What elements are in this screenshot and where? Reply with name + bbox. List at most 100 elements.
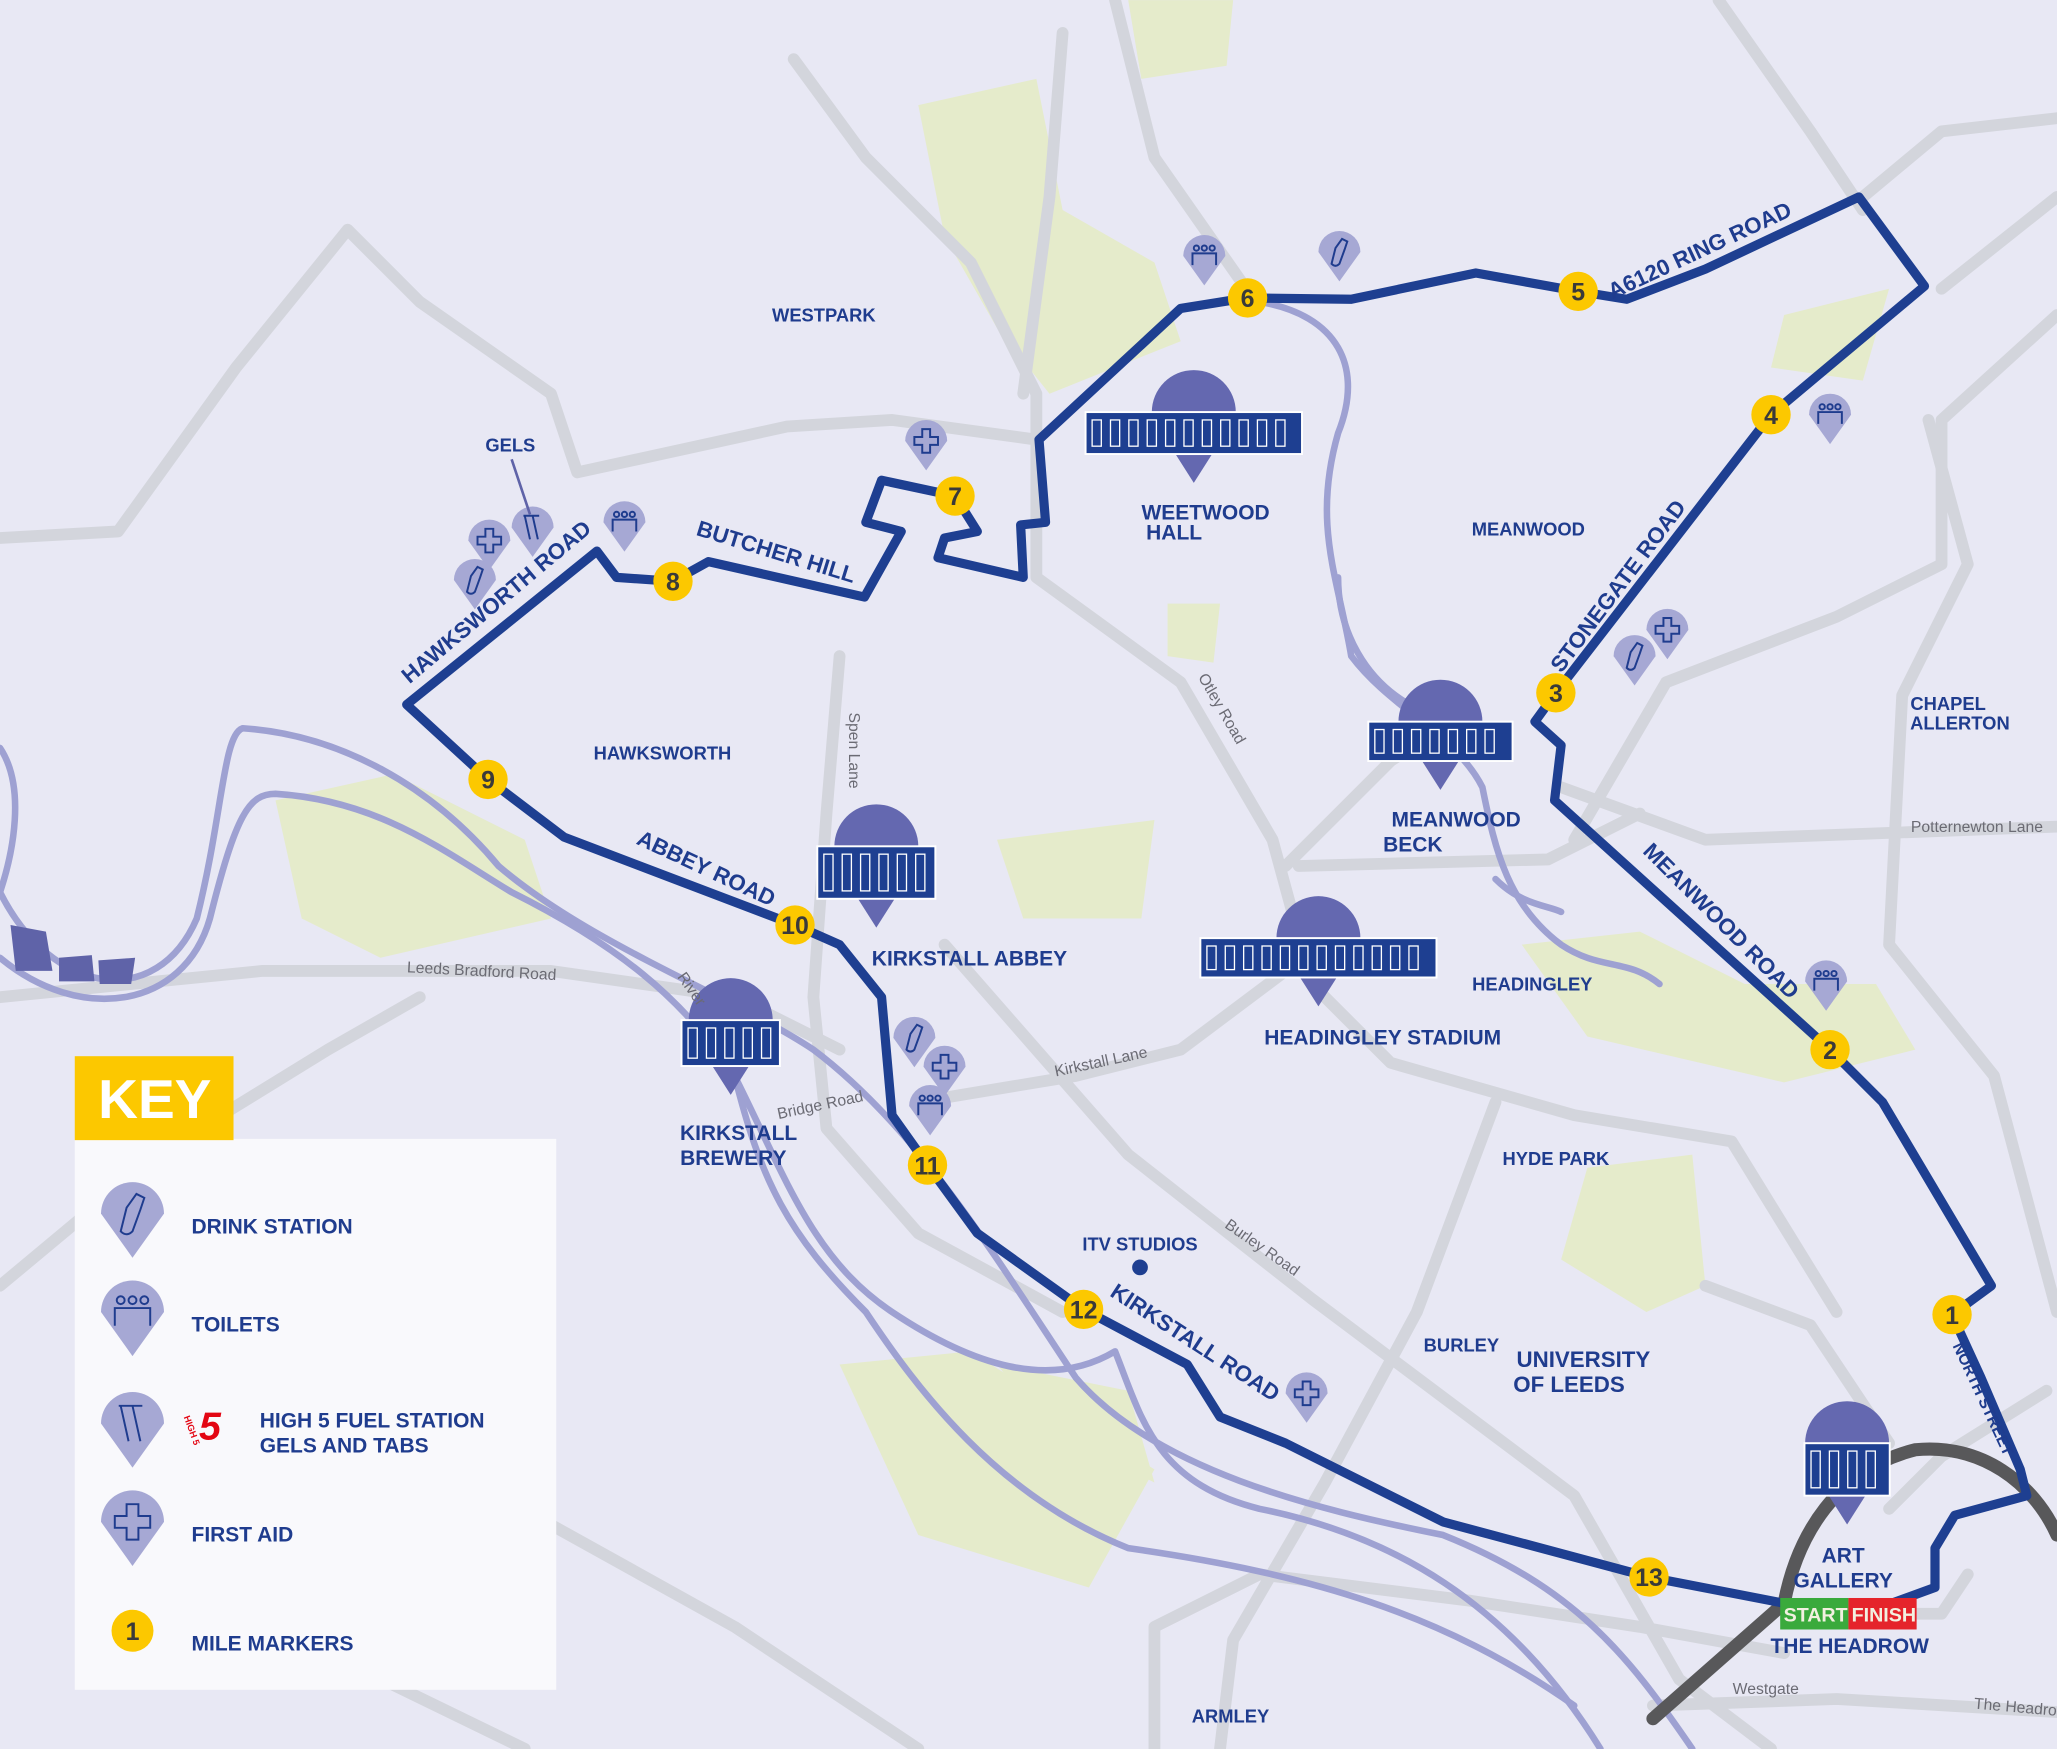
first-aid-icon [101, 1490, 164, 1566]
area-label: UNIVERSITY [1517, 1347, 1651, 1372]
start-badge [1780, 1597, 1849, 1630]
station-pin[interactable] [905, 419, 948, 471]
area-label: WESTPARK [772, 305, 876, 326]
key-item: FIRST AID [101, 1490, 293, 1566]
mile-marker-number: 6 [1241, 285, 1255, 313]
key-title: KEY [98, 1068, 211, 1130]
station-pin[interactable] [453, 558, 496, 610]
station-pin[interactable] [511, 506, 554, 557]
mile-marker: 5 [1558, 271, 1598, 312]
landmark-label: KIRKSTALL [680, 1122, 797, 1145]
key-item: DRINK STATION [101, 1182, 353, 1258]
mile-marker-number: 4 [1764, 402, 1778, 430]
key-item-label: MILE MARKERS [192, 1632, 354, 1655]
mile-marker: 2 [1810, 1029, 1850, 1070]
gels-icon [101, 1392, 164, 1468]
mile-marker-number: 9 [481, 767, 495, 795]
mile-marker: 13 [1629, 1557, 1669, 1597]
mile-marker: 4 [1751, 395, 1791, 435]
weetwood-hall-landmark [1084, 370, 1304, 483]
mile-marker: 9 [468, 759, 508, 800]
road-name-label: Potternewton Lane [1911, 819, 2043, 836]
area-label: HEADINGLEY [1472, 974, 1592, 995]
landmark-label: HALL [1146, 521, 1202, 544]
art-gallery-landmark [1803, 1401, 1891, 1525]
mile-marker: 1 [1932, 1294, 1972, 1335]
mile-marker-number: 1 [126, 1618, 140, 1646]
area-label: BURLEY [1424, 1334, 1499, 1355]
area-label: GELS [485, 434, 535, 455]
key-item-label: DRINK STATION [192, 1215, 353, 1238]
key-header [74, 1056, 234, 1141]
landmark-label: THE HEADROW [1771, 1635, 1930, 1658]
itv-studios-dot [1132, 1259, 1148, 1276]
mile-marker: 7 [935, 476, 975, 516]
station-pin[interactable] [1613, 635, 1656, 686]
mile-marker: 3 [1536, 673, 1576, 713]
landmark-label: MEANWOOD [1392, 809, 1521, 832]
kirkstall-abbey-landmark [816, 804, 937, 928]
area-label: MEANWOOD [1472, 518, 1585, 539]
start-finish-banner: START FINISH [1780, 1597, 1917, 1630]
mile-marker: 11 [907, 1145, 948, 1185]
mile-marker: 8 [653, 561, 693, 601]
landmark-label: GALLERY [1793, 1569, 1892, 1592]
key-item-label: HIGH 5 FUEL STATION [260, 1409, 485, 1432]
mile-marker-number: 3 [1549, 680, 1563, 708]
key-item-label: TOILETS [192, 1314, 280, 1337]
race-route [402, 192, 2032, 1619]
road-name-label: Spen Lane [845, 712, 862, 788]
landmark-label: WEETWOOD [1142, 502, 1270, 525]
mile-marker-icon [111, 1609, 154, 1652]
landmarks [680, 370, 1891, 1525]
kirkstall-brewery-building-icon [680, 1019, 781, 1068]
area-label: ITV STUDIOS [1082, 1233, 1197, 1254]
meanwood-beck-building-icon [1367, 720, 1514, 763]
mile-marker-number: 10 [781, 912, 809, 940]
mile-marker: 6 [1227, 278, 1268, 318]
area-label: HYDE PARK [1502, 1148, 1610, 1169]
landmark-label: BREWERY [680, 1147, 786, 1170]
meanwood-beck-landmark [1367, 679, 1514, 790]
landmark-label: KIRKSTALL ABBEY [872, 948, 1067, 971]
station-pin[interactable] [1646, 608, 1689, 660]
station-pin[interactable] [1183, 234, 1226, 286]
start-label: START [1784, 1605, 1848, 1627]
station-pin[interactable] [1809, 393, 1852, 445]
station-pin[interactable] [909, 1085, 952, 1136]
headingley-stadium-building-icon [1199, 937, 1438, 979]
station-pin[interactable] [893, 1016, 936, 1068]
mile-marker-number: 2 [1823, 1037, 1837, 1065]
station-pin[interactable] [468, 519, 511, 571]
station-pin[interactable] [923, 1045, 966, 1097]
landmark-label: ART [1822, 1545, 1865, 1568]
finish-label: FINISH [1852, 1605, 1916, 1627]
area-label: ARMLEY [1192, 1706, 1270, 1727]
mile-marker-number: 13 [1635, 1564, 1663, 1592]
key-item: TOILETS [101, 1280, 280, 1357]
key-item-label: FIRST AID [192, 1524, 294, 1547]
stations [453, 231, 1852, 1423]
mile-marker-number: 11 [914, 1152, 940, 1180]
key-item-label-line2: GELS AND TABS [260, 1434, 429, 1457]
station-pin[interactable] [1805, 960, 1848, 1011]
area-label: HAWKSWORTH [594, 743, 732, 764]
station-pin[interactable] [1318, 231, 1361, 282]
mile-marker-number: 5 [1571, 279, 1585, 307]
station-pin[interactable] [603, 501, 646, 552]
headingley-stadium-landmark [1199, 896, 1438, 1007]
station-pin[interactable] [1285, 1372, 1328, 1423]
kirkstall-brewery-landmark [680, 978, 781, 1095]
rivers [0, 298, 1696, 1749]
drink-bottle-icon [101, 1182, 164, 1258]
finish-badge [1848, 1597, 1917, 1630]
mile-marker-number: 8 [666, 568, 680, 596]
high5-logo: 5 [199, 1404, 222, 1448]
area-label: OF LEEDS [1513, 1372, 1624, 1397]
mile-marker-number: 7 [948, 483, 962, 511]
